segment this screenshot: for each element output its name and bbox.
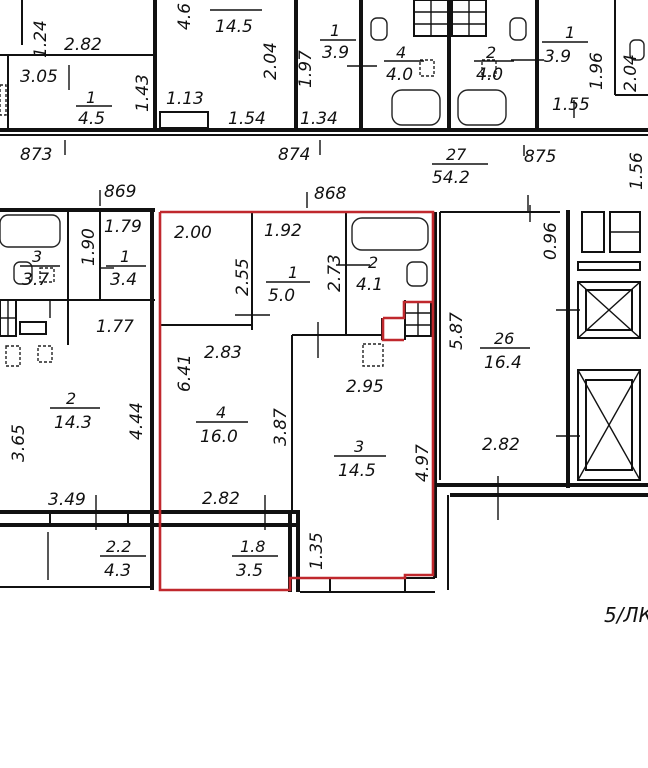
dimension-label: 2.95	[346, 377, 384, 397]
corridor: 873 874 875 27 54.2 1.56 869 868	[20, 140, 647, 212]
dimension-label: 1.90	[79, 228, 99, 266]
corridor-area: 54.2	[432, 168, 470, 188]
dimension-label: 2.04	[621, 54, 641, 92]
left-apartment: 3 3.7 1 3.4 2 14.3 2.2 4.3 1.79 1.90 1.7…	[0, 208, 300, 590]
room-number-label: 4	[216, 403, 226, 422]
floor-label: 5/ЛК	[604, 603, 648, 627]
room-area-label: 3.5	[236, 561, 263, 581]
dimension-label: 2.00	[174, 223, 212, 243]
room-area-label: 14.5	[215, 17, 253, 37]
dimension-label: 0.96	[541, 222, 561, 260]
dimension-label: 1.79	[104, 217, 142, 237]
room-number-label: 3	[354, 437, 364, 456]
dimension-label: 1.92	[264, 221, 302, 241]
dimension-label: 2.82	[64, 35, 102, 55]
dimension-label: 2.83	[204, 343, 242, 363]
apartment-number-869: 869	[104, 182, 136, 202]
room-number-label: 2	[66, 389, 76, 408]
room-area-label: 4.0	[476, 65, 503, 85]
dimension-label: 1.56	[627, 152, 647, 190]
dimension-label: 1.96	[587, 52, 607, 90]
dimension-label: 1.54	[228, 109, 266, 129]
room-area-label: 5.0	[268, 286, 295, 306]
room-number-label: 2	[368, 253, 378, 272]
dimension-label: 3.65	[9, 424, 29, 462]
room-number-label: 1	[565, 23, 575, 42]
room-number-label: 2	[486, 43, 496, 62]
apartment-number-868: 868	[314, 184, 347, 204]
dimension-label: 2.04	[261, 42, 281, 80]
room-number-label: 1	[86, 88, 96, 107]
room-area-label: 3.7	[22, 270, 49, 290]
apartment-number-873: 873	[20, 145, 52, 165]
dimension-label: 1.24	[31, 20, 51, 58]
dimension-label: 1.34	[300, 109, 338, 129]
dimension-label: 3.05	[20, 67, 58, 87]
dimension-label: 2.82	[202, 489, 240, 509]
room-number-label: 1	[330, 21, 340, 40]
dimension-label: 4.6	[175, 3, 195, 30]
stair-number: 26	[494, 329, 514, 348]
dimension-label: 1.35	[307, 532, 327, 570]
dimension-label: 1.13	[166, 89, 204, 109]
room-number-label: 1.8	[240, 537, 265, 556]
room-number-label: 2.2	[106, 537, 131, 556]
dimension-label: 1.55	[552, 95, 590, 115]
stairwell: 26 16.4 0.96 5.87 2.82 5/ЛК	[435, 205, 648, 627]
dimension-label: 6.41	[175, 354, 195, 392]
dimension-label: 3.87	[271, 408, 291, 446]
room-area-label: 3.9	[544, 47, 571, 67]
room-number-label: 3	[32, 247, 42, 266]
corridor-number: 27	[446, 145, 467, 164]
dimension-label: 2.82	[482, 435, 520, 455]
dimension-label: 2.55	[233, 258, 253, 296]
room-area-label: 3.4	[110, 270, 137, 290]
dimension-label: 2.73	[325, 254, 345, 292]
room-area-label: 14.5	[338, 461, 376, 481]
dimension-label: 4.44	[127, 402, 147, 440]
dimension-label: 5.87	[447, 312, 467, 350]
room-area-label: 14.3	[54, 413, 92, 433]
dimension-label: 1.43	[133, 74, 153, 112]
room-number-label: 4	[396, 43, 406, 62]
room-area-label: 4.5	[78, 109, 105, 129]
room-area-label: 16.0	[200, 427, 238, 447]
room-area-label: 4.3	[104, 561, 131, 581]
room-number-label: 1	[120, 247, 130, 266]
stair-area: 16.4	[484, 353, 522, 373]
dimension-label: 4.97	[413, 444, 433, 482]
upper-apartments: 14.5 1 4.5 1 3.9 4 4.0 2 4.0 1 3.9 1.24 …	[0, 0, 648, 136]
room-number-label: 1	[288, 263, 298, 282]
room-area-label: 4.1	[356, 275, 383, 295]
selected-apartment: 1 5.0 2 4.1 4 16.0 3 14.5 1.8 3.5 2.00 1…	[158, 210, 437, 593]
dimension-label: 3.49	[48, 490, 86, 510]
apartment-number-875: 875	[524, 147, 556, 167]
dimension-label: 1.97	[296, 50, 316, 88]
apartment-number-874: 874	[278, 145, 310, 165]
dimension-label: 1.77	[96, 317, 134, 337]
room-area-label: 3.9	[322, 43, 349, 63]
room-area-label: 4.0	[386, 65, 413, 85]
